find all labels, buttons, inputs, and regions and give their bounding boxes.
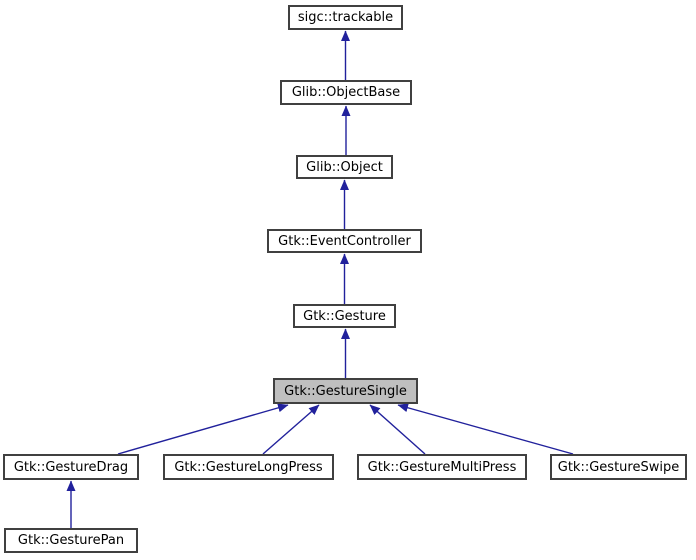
class-node-gtk-gestureswipe[interactable]: Gtk::GestureSwipe bbox=[550, 454, 687, 480]
class-node-gtk-gesturemultipress[interactable]: Gtk::GestureMultiPress bbox=[357, 454, 527, 480]
class-node-glib-object[interactable]: Glib::Object bbox=[296, 155, 393, 179]
inheritance-arrow-gestureswipe-gesturesingle bbox=[397, 403, 574, 455]
class-node-gtk-gesturesingle-current: Gtk::GestureSingle bbox=[273, 378, 418, 404]
class-node-glib-objectbase[interactable]: Glib::ObjectBase bbox=[280, 80, 412, 105]
class-node-gtk-gesturelongpress[interactable]: Gtk::GestureLongPress bbox=[163, 454, 334, 480]
class-node-gtk-gesturepan[interactable]: Gtk::GesturePan bbox=[4, 528, 138, 553]
inheritance-arrow-gesturelongpress-gesturesingle bbox=[262, 404, 320, 455]
inheritance-arrow-gesturemultipress-gesturesingle bbox=[369, 404, 426, 455]
class-node-gtk-gesturedrag[interactable]: Gtk::GestureDrag bbox=[3, 454, 139, 480]
class-node-sigc-trackable[interactable]: sigc::trackable bbox=[288, 5, 403, 30]
class-node-gtk-eventcontroller[interactable]: Gtk::EventController bbox=[267, 229, 422, 253]
inheritance-arrow-gesturedrag-gesturesingle bbox=[117, 403, 289, 455]
class-node-gtk-gesture[interactable]: Gtk::Gesture bbox=[293, 304, 396, 328]
